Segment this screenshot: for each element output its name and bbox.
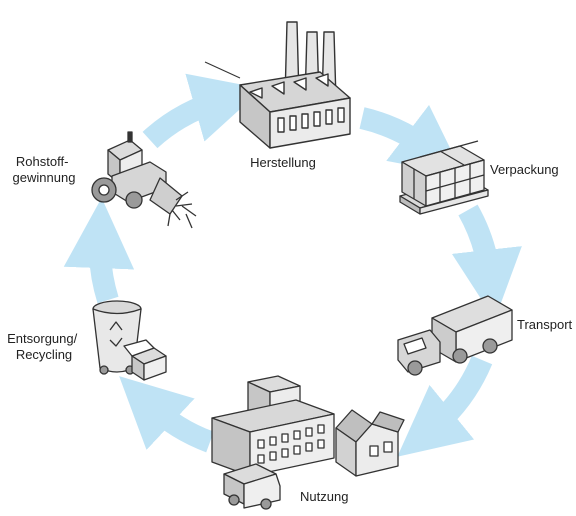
label-rohstoff: Rohstoff- gewinnung — [13, 154, 76, 185]
cycle-arrow-6 — [142, 73, 263, 149]
cycle-arrow-1 — [359, 104, 464, 176]
cycle-arrow-5 — [63, 197, 135, 304]
label-herstellung: Herstellung — [250, 155, 316, 170]
excavator-icon — [91, 131, 197, 229]
recycle-bin-icon — [92, 300, 167, 381]
cycle-arrow-4 — [119, 376, 215, 453]
factory-icon — [204, 21, 351, 149]
label-nutzung: Nutzung — [300, 489, 348, 504]
cycle-arrows — [63, 73, 522, 457]
truck-icon — [397, 295, 513, 376]
pallet-boxes-icon — [399, 140, 489, 215]
label-verpackung: Verpackung — [490, 162, 559, 177]
buildings-icon — [211, 375, 405, 510]
cycle-arrow-2 — [451, 204, 522, 320]
label-transport: Transport — [517, 317, 573, 332]
stage-labels: Herstellung Verpackung Transport Nutzung… — [7, 154, 572, 504]
cycle-arrow-3 — [397, 355, 493, 457]
label-entsorgung: Entsorgung/ Recycling — [7, 331, 81, 362]
